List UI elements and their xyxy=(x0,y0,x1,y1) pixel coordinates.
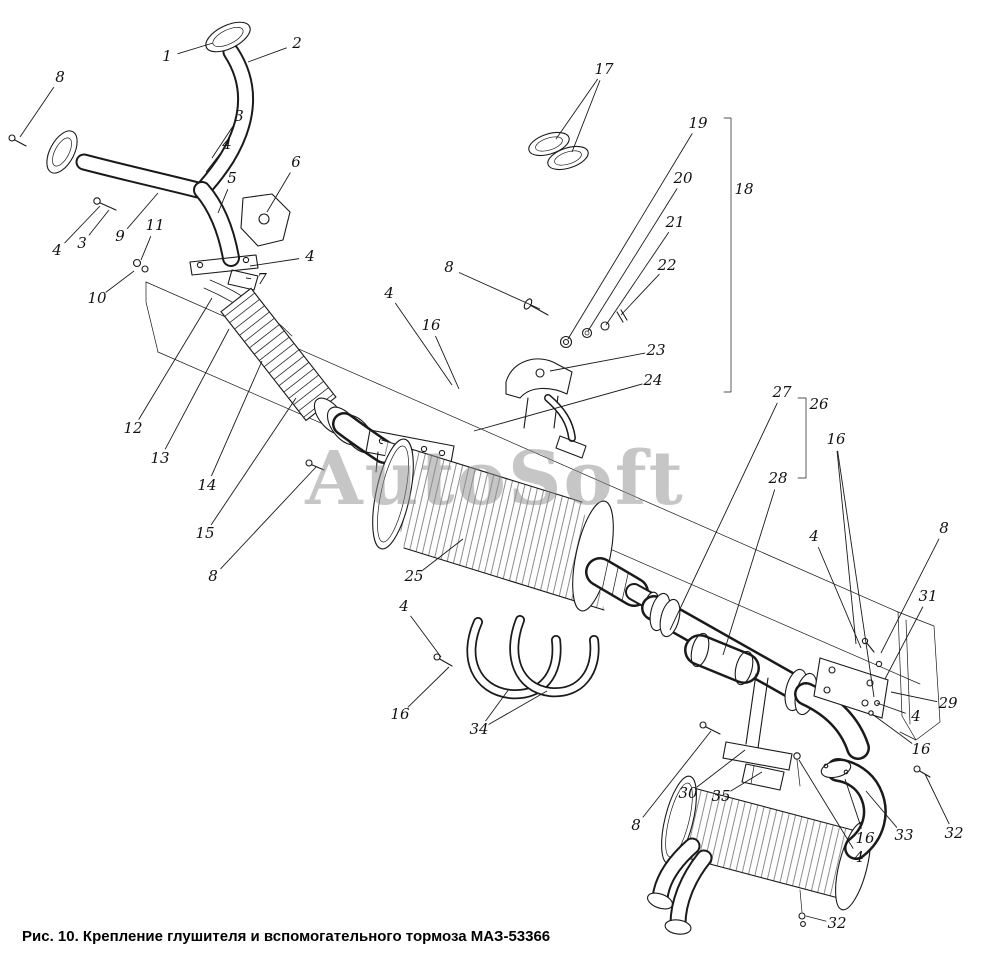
callout-16: 16 xyxy=(855,828,875,847)
callout-32: 32 xyxy=(827,913,847,932)
callout-24: 24 xyxy=(643,370,663,389)
callout-1: 1 xyxy=(162,46,172,65)
callout-4: 4 xyxy=(384,283,394,302)
callout-20: 20 xyxy=(673,168,693,187)
callout-15: 15 xyxy=(195,523,215,542)
callout-12: 12 xyxy=(123,418,143,437)
callout-34: 34 xyxy=(469,719,489,738)
callout-9: 9 xyxy=(115,226,125,245)
group-brackets xyxy=(723,117,807,479)
callout-4: 4 xyxy=(52,240,62,259)
callout-8: 8 xyxy=(939,518,949,537)
callout-3: 3 xyxy=(77,233,87,252)
callout-16: 16 xyxy=(911,739,931,758)
callout-19: 19 xyxy=(688,113,708,132)
support-bracket xyxy=(505,358,587,459)
callout-8: 8 xyxy=(55,67,65,86)
callout-5: 5 xyxy=(227,168,237,187)
callout-14: 14 xyxy=(197,475,217,494)
callout-26: 26 xyxy=(809,394,829,413)
callout-35: 35 xyxy=(711,786,731,805)
callout-7: 7 xyxy=(257,269,267,288)
callout-8: 8 xyxy=(444,257,454,276)
callout-18: 18 xyxy=(734,179,754,198)
aux-brake-muffler xyxy=(647,758,931,935)
callout-4: 4 xyxy=(911,706,921,725)
flange-clamp xyxy=(189,254,259,291)
figure-caption: Рис. 10. Крепление глушителя и вспомогат… xyxy=(22,928,551,945)
callout-29: 29 xyxy=(938,693,958,712)
callout-16: 16 xyxy=(826,429,846,448)
flex-bellows xyxy=(220,287,396,471)
hanger-bracket xyxy=(699,673,801,791)
callout-8: 8 xyxy=(208,566,218,585)
callout-30: 30 xyxy=(678,783,698,802)
callout-4: 4 xyxy=(809,526,819,545)
callout-32: 32 xyxy=(944,823,964,842)
callout-4: 4 xyxy=(305,246,315,265)
callout-6: 6 xyxy=(291,152,301,171)
callout-4: 4 xyxy=(854,847,864,866)
clamp-straps xyxy=(433,615,600,700)
callout-22: 22 xyxy=(657,255,677,274)
callout-10: 10 xyxy=(87,288,107,307)
bracket-plate xyxy=(240,193,291,247)
callout-13: 13 xyxy=(150,448,170,467)
callout-2: 2 xyxy=(292,33,302,52)
mounting-plate-rear xyxy=(813,637,889,719)
fasteners-cluster xyxy=(523,298,628,349)
callout-27: 27 xyxy=(772,382,792,401)
callout-28: 28 xyxy=(768,468,788,487)
callout-21: 21 xyxy=(665,212,685,231)
callout-16: 16 xyxy=(421,315,441,334)
callout-17: 17 xyxy=(594,59,614,78)
callout-23: 23 xyxy=(646,340,666,359)
callout-33: 33 xyxy=(894,825,914,844)
callout-11: 11 xyxy=(145,215,165,234)
callout-3: 3 xyxy=(234,106,244,125)
gasket-rings xyxy=(528,131,589,171)
front-exhaust-pipe xyxy=(8,21,255,273)
callout-4: 4 xyxy=(222,134,232,153)
callout-25: 25 xyxy=(404,566,424,585)
callout-16: 16 xyxy=(390,704,410,723)
callout-4: 4 xyxy=(399,596,409,615)
callout-8: 8 xyxy=(631,815,641,834)
intermediate-pipe xyxy=(641,592,870,760)
callout-31: 31 xyxy=(918,586,938,605)
